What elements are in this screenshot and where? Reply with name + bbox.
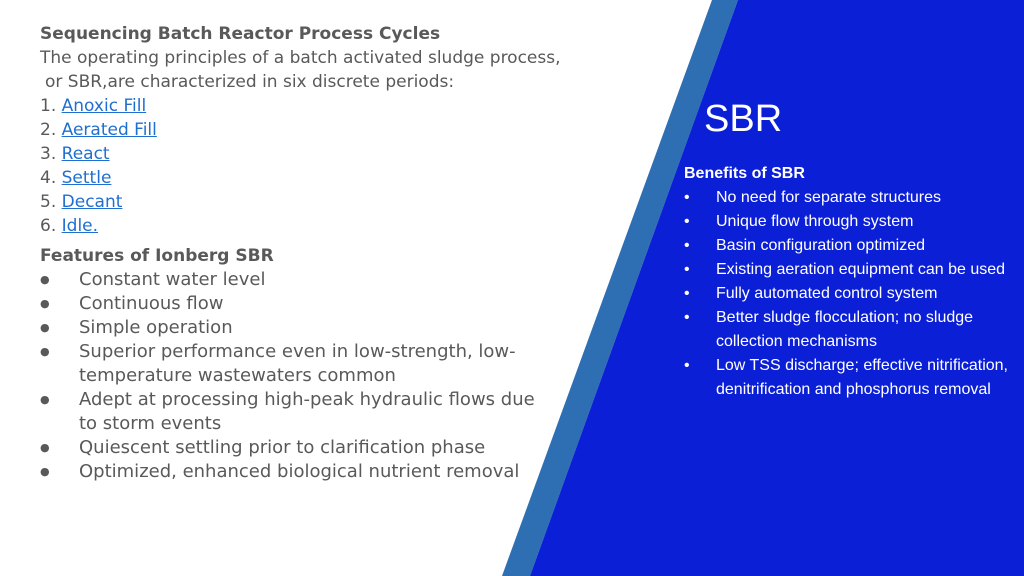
blue-panel: [530, 0, 1024, 576]
cycle-number: 5.: [40, 192, 57, 212]
list-item: • Unique flow through system: [684, 210, 1014, 234]
benefits-section: Benefits of SBR • No need for separate st…: [684, 162, 1014, 402]
list-item: ● Continuous flow: [40, 292, 539, 316]
benefits-heading: Benefits of SBR: [684, 165, 805, 182]
cycle-number: 3.: [40, 144, 57, 164]
feature-text: Optimized, enhanced biological nutrient …: [79, 461, 520, 482]
benefit-text: Existing aeration equipment can be used: [716, 261, 1006, 278]
cycle-number: 1.: [40, 96, 57, 116]
benefit-text: Fully automated control system: [716, 285, 938, 302]
bullet-icon: ●: [40, 321, 50, 334]
cycle-link-anoxic-fill[interactable]: Anoxic Fill: [61, 96, 147, 116]
intro-line-2: or SBR,are characterized in six discrete…: [45, 72, 455, 92]
list-item: 4. Settle: [40, 166, 660, 190]
feature-text: Constant water level: [79, 269, 266, 290]
list-item: ● Optimized, enhanced biological nutrient…: [40, 460, 539, 484]
features-list: ● Constant water level ● Continuous flow ●…: [40, 268, 660, 484]
bullet-icon: ●: [40, 465, 50, 478]
list-item: ● Simple operation: [40, 316, 539, 340]
bullet-icon: •: [684, 357, 690, 374]
cycles-list: 1. Anoxic Fill 2. Aerated Fill 3. React …: [40, 94, 660, 238]
diagonal-accent-stripe: [502, 0, 738, 576]
section-heading: Sequencing Batch Reactor Process Cycles: [40, 24, 441, 44]
feature-text: Superior performance even in low-strengt…: [79, 341, 516, 386]
feature-text: Quiescent settling prior to clarificatio…: [79, 437, 486, 458]
slide-title: SBR: [704, 98, 783, 140]
list-item: 6. Idle.: [40, 214, 660, 238]
feature-text: Adept at processing high-peak hydraulic …: [79, 389, 535, 434]
bullet-icon: ●: [40, 297, 50, 310]
benefit-text: Low TSS discharge; effective nitrificati…: [716, 357, 1008, 398]
list-item: 3. React: [40, 142, 660, 166]
bullet-icon: •: [684, 285, 690, 302]
cycle-number: 6.: [40, 216, 57, 236]
intro-line-1: The operating principles of a batch acti…: [40, 48, 561, 68]
benefit-text: Unique flow through system: [716, 213, 914, 230]
list-item: ● Adept at processing high-peak hydraulic…: [40, 388, 539, 436]
bullet-icon: ●: [40, 441, 50, 454]
bullet-icon: •: [684, 213, 690, 230]
features-heading: Features of Ionberg SBR: [40, 246, 274, 266]
list-item: • Basin configuration optimized: [684, 234, 1014, 258]
bullet-icon: ●: [40, 345, 50, 358]
benefit-text: Better sludge flocculation; no sludge co…: [716, 309, 974, 350]
list-item: 5. Decant: [40, 190, 660, 214]
list-item: ● Constant water level: [40, 268, 539, 292]
list-item: • Existing aeration equipment can be used: [684, 258, 1014, 282]
list-item: • Low TSS discharge; effective nitrificat…: [684, 354, 1014, 402]
bullet-icon: •: [684, 189, 690, 206]
cycle-link-aerated-fill[interactable]: Aerated Fill: [61, 120, 157, 140]
intro-text: The operating principles of a batch acti…: [40, 46, 660, 94]
cycle-number: 2.: [40, 120, 57, 140]
cycle-link-decant[interactable]: Decant: [61, 192, 123, 212]
benefits-list: • No need for separate structures • Unique…: [684, 186, 1014, 402]
cycle-link-react[interactable]: React: [61, 144, 110, 164]
list-item: • Fully automated control system: [684, 282, 1014, 306]
bullet-icon: •: [684, 237, 690, 254]
list-item: • No need for separate structures: [684, 186, 1014, 210]
bullet-icon: •: [684, 309, 690, 326]
left-content: Sequencing Batch Reactor Process Cycles …: [40, 22, 660, 484]
cycle-link-settle[interactable]: Settle: [61, 168, 112, 188]
benefit-text: Basin configuration optimized: [716, 237, 926, 254]
list-item: ● Superior performance even in low-streng…: [40, 340, 539, 388]
bullet-icon: •: [684, 261, 690, 278]
list-item: ● Quiescent settling prior to clarificati…: [40, 436, 539, 460]
benefit-text: No need for separate structures: [716, 189, 942, 206]
cycle-link-idle[interactable]: Idle.: [61, 216, 99, 236]
bullet-icon: ●: [40, 393, 50, 406]
list-item: 2. Aerated Fill: [40, 118, 660, 142]
list-item: • Better sludge flocculation; no sludge c…: [684, 306, 1014, 354]
feature-text: Continuous flow: [79, 293, 224, 314]
list-item: 1. Anoxic Fill: [40, 94, 660, 118]
cycle-number: 4.: [40, 168, 57, 188]
feature-text: Simple operation: [79, 317, 233, 338]
bullet-icon: ●: [40, 273, 50, 286]
